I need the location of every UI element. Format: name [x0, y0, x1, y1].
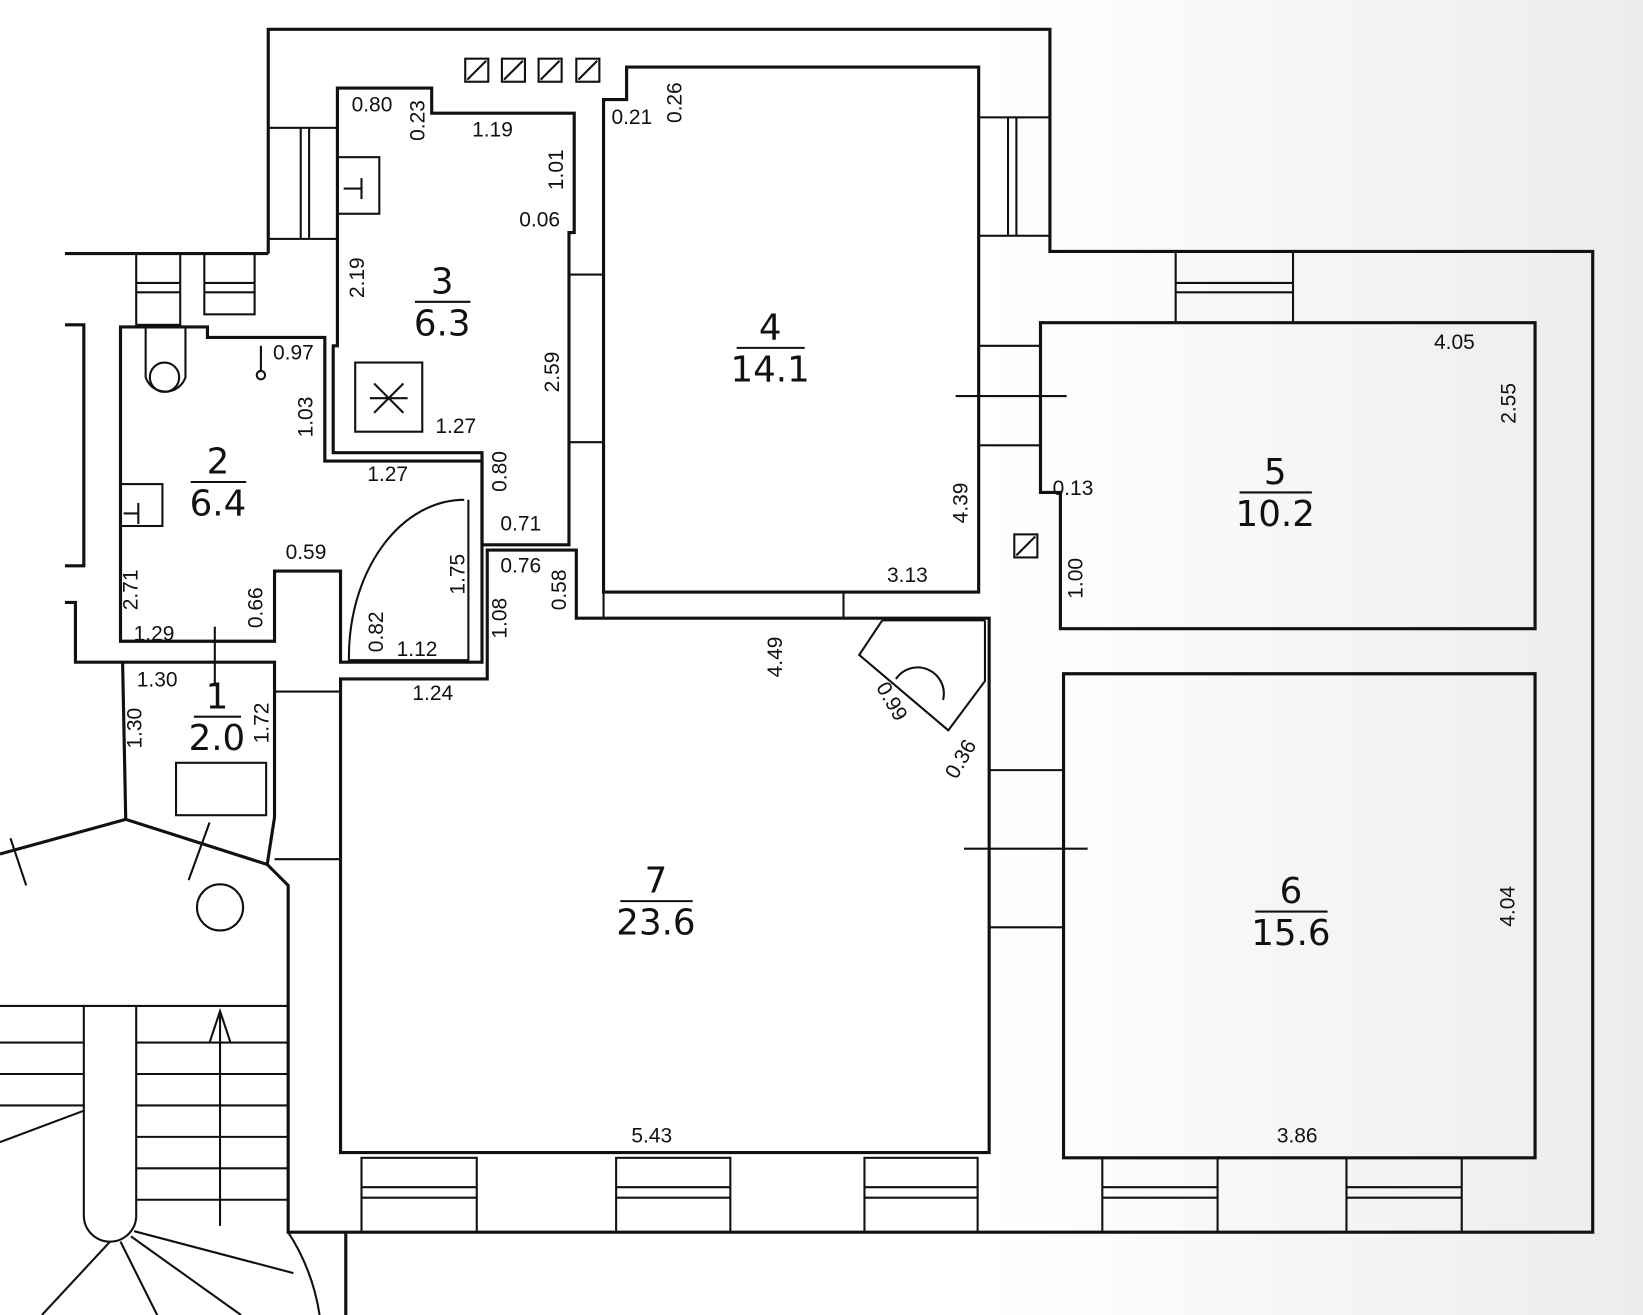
dimension-label: 0.13: [1053, 477, 1094, 500]
room-7-outline: [338, 548, 991, 1155]
room-6-label: 615.6: [1251, 871, 1330, 954]
dimension-label: 1.72: [251, 703, 274, 744]
room-labels: 12.0 26.4 36.3 414.1 510.2 615.6 723.6: [189, 261, 1331, 954]
svg-text:7: 7: [645, 861, 668, 902]
dimension-label: 3.86: [1277, 1124, 1318, 1147]
dimension-label: 1.19: [472, 119, 513, 142]
dimension-label: 0.97: [273, 342, 314, 365]
svg-text:6: 6: [1280, 871, 1303, 912]
dimension-label: 4.05: [1434, 331, 1475, 354]
dimension-label: 0.80: [352, 93, 393, 116]
dimension-label: 0.23: [407, 100, 430, 141]
dimension-label: 2.19: [346, 257, 369, 298]
room-5-outline: [1038, 321, 1537, 631]
ventilation-ducts: [464, 57, 1039, 559]
room-7-label: 723.6: [616, 861, 695, 944]
room-walls: [118, 65, 1537, 1160]
sink-icon: [336, 156, 381, 215]
stove-icon: [354, 361, 424, 433]
dimension-label: 1.30: [137, 669, 178, 692]
dimension-label: 2.55: [1497, 383, 1520, 424]
room-4-label: 414.1: [731, 307, 810, 390]
dimension-label: 1.03: [295, 397, 318, 438]
staircase: [0, 817, 348, 1315]
room-3-label: 36.3: [414, 261, 471, 344]
door-swing: [347, 498, 470, 662]
svg-text:14.1: 14.1: [731, 349, 810, 390]
svg-text:2.0: 2.0: [189, 718, 246, 759]
room-1-outline: [120, 660, 277, 867]
dimension-label: 1.27: [435, 415, 476, 438]
svg-text:3: 3: [431, 261, 454, 302]
room-1-label: 12.0: [189, 676, 246, 759]
svg-text:4: 4: [759, 307, 782, 348]
svg-text:2: 2: [207, 442, 230, 483]
dimension-label: 0.82: [365, 611, 388, 652]
dimension-label: 1.12: [397, 638, 438, 661]
room-2-label: 26.4: [190, 442, 247, 525]
column-icon: [195, 883, 245, 932]
svg-text:15.6: 15.6: [1251, 913, 1330, 954]
dimension-label: 0.66: [244, 587, 267, 628]
svg-text:5: 5: [1264, 452, 1287, 493]
dimension-label: 4.49: [764, 637, 787, 678]
dimension-label: 1.08: [488, 598, 511, 639]
dimension-label: 1.00: [1065, 558, 1088, 599]
dimension-label: 1.01: [545, 149, 568, 190]
svg-text:23.6: 23.6: [616, 903, 695, 944]
dimension-label: 2.71: [120, 570, 143, 611]
dimension-label: 0.26: [663, 82, 686, 123]
dimension-label: 0.76: [500, 554, 541, 577]
fixtures: [119, 156, 987, 932]
room-6-outline: [1061, 672, 1537, 1160]
dimension-label: 0.71: [500, 512, 541, 535]
svg-text:1: 1: [206, 676, 229, 717]
dimension-label: 0.59: [286, 541, 327, 564]
svg-text:10.2: 10.2: [1236, 494, 1315, 535]
dimension-label: 0.58: [548, 570, 571, 611]
dimension-label: 0.21: [611, 106, 652, 129]
dimension-label: 1.30: [124, 708, 147, 749]
svg-text:6.4: 6.4: [190, 484, 247, 525]
door-swing: [857, 619, 987, 732]
dimension-label: 1.27: [367, 463, 408, 486]
dimension-label: 1.24: [412, 682, 453, 705]
room-3-outline: [331, 86, 576, 547]
dimension-label: 4.04: [1496, 886, 1519, 927]
dimension-label: 5.43: [631, 1124, 672, 1147]
svg-text:6.3: 6.3: [414, 303, 471, 344]
dimension-label: 0.80: [488, 451, 511, 492]
dimension-label: 3.13: [887, 564, 928, 587]
dimension-label: 4.39: [949, 483, 972, 524]
stair-arrow-icon: [208, 1007, 232, 1043]
dimension-label: 2.59: [541, 352, 564, 393]
room-5-label: 510.2: [1236, 452, 1315, 535]
dimension-label: 1.75: [446, 554, 469, 595]
dimension-label: 0.06: [519, 209, 560, 232]
dimension-label: 1.29: [134, 623, 175, 646]
windows: [135, 116, 1463, 1234]
room-2-outline: [118, 325, 484, 664]
sink-icon: [119, 483, 164, 528]
water-heater-icon: [174, 761, 268, 817]
